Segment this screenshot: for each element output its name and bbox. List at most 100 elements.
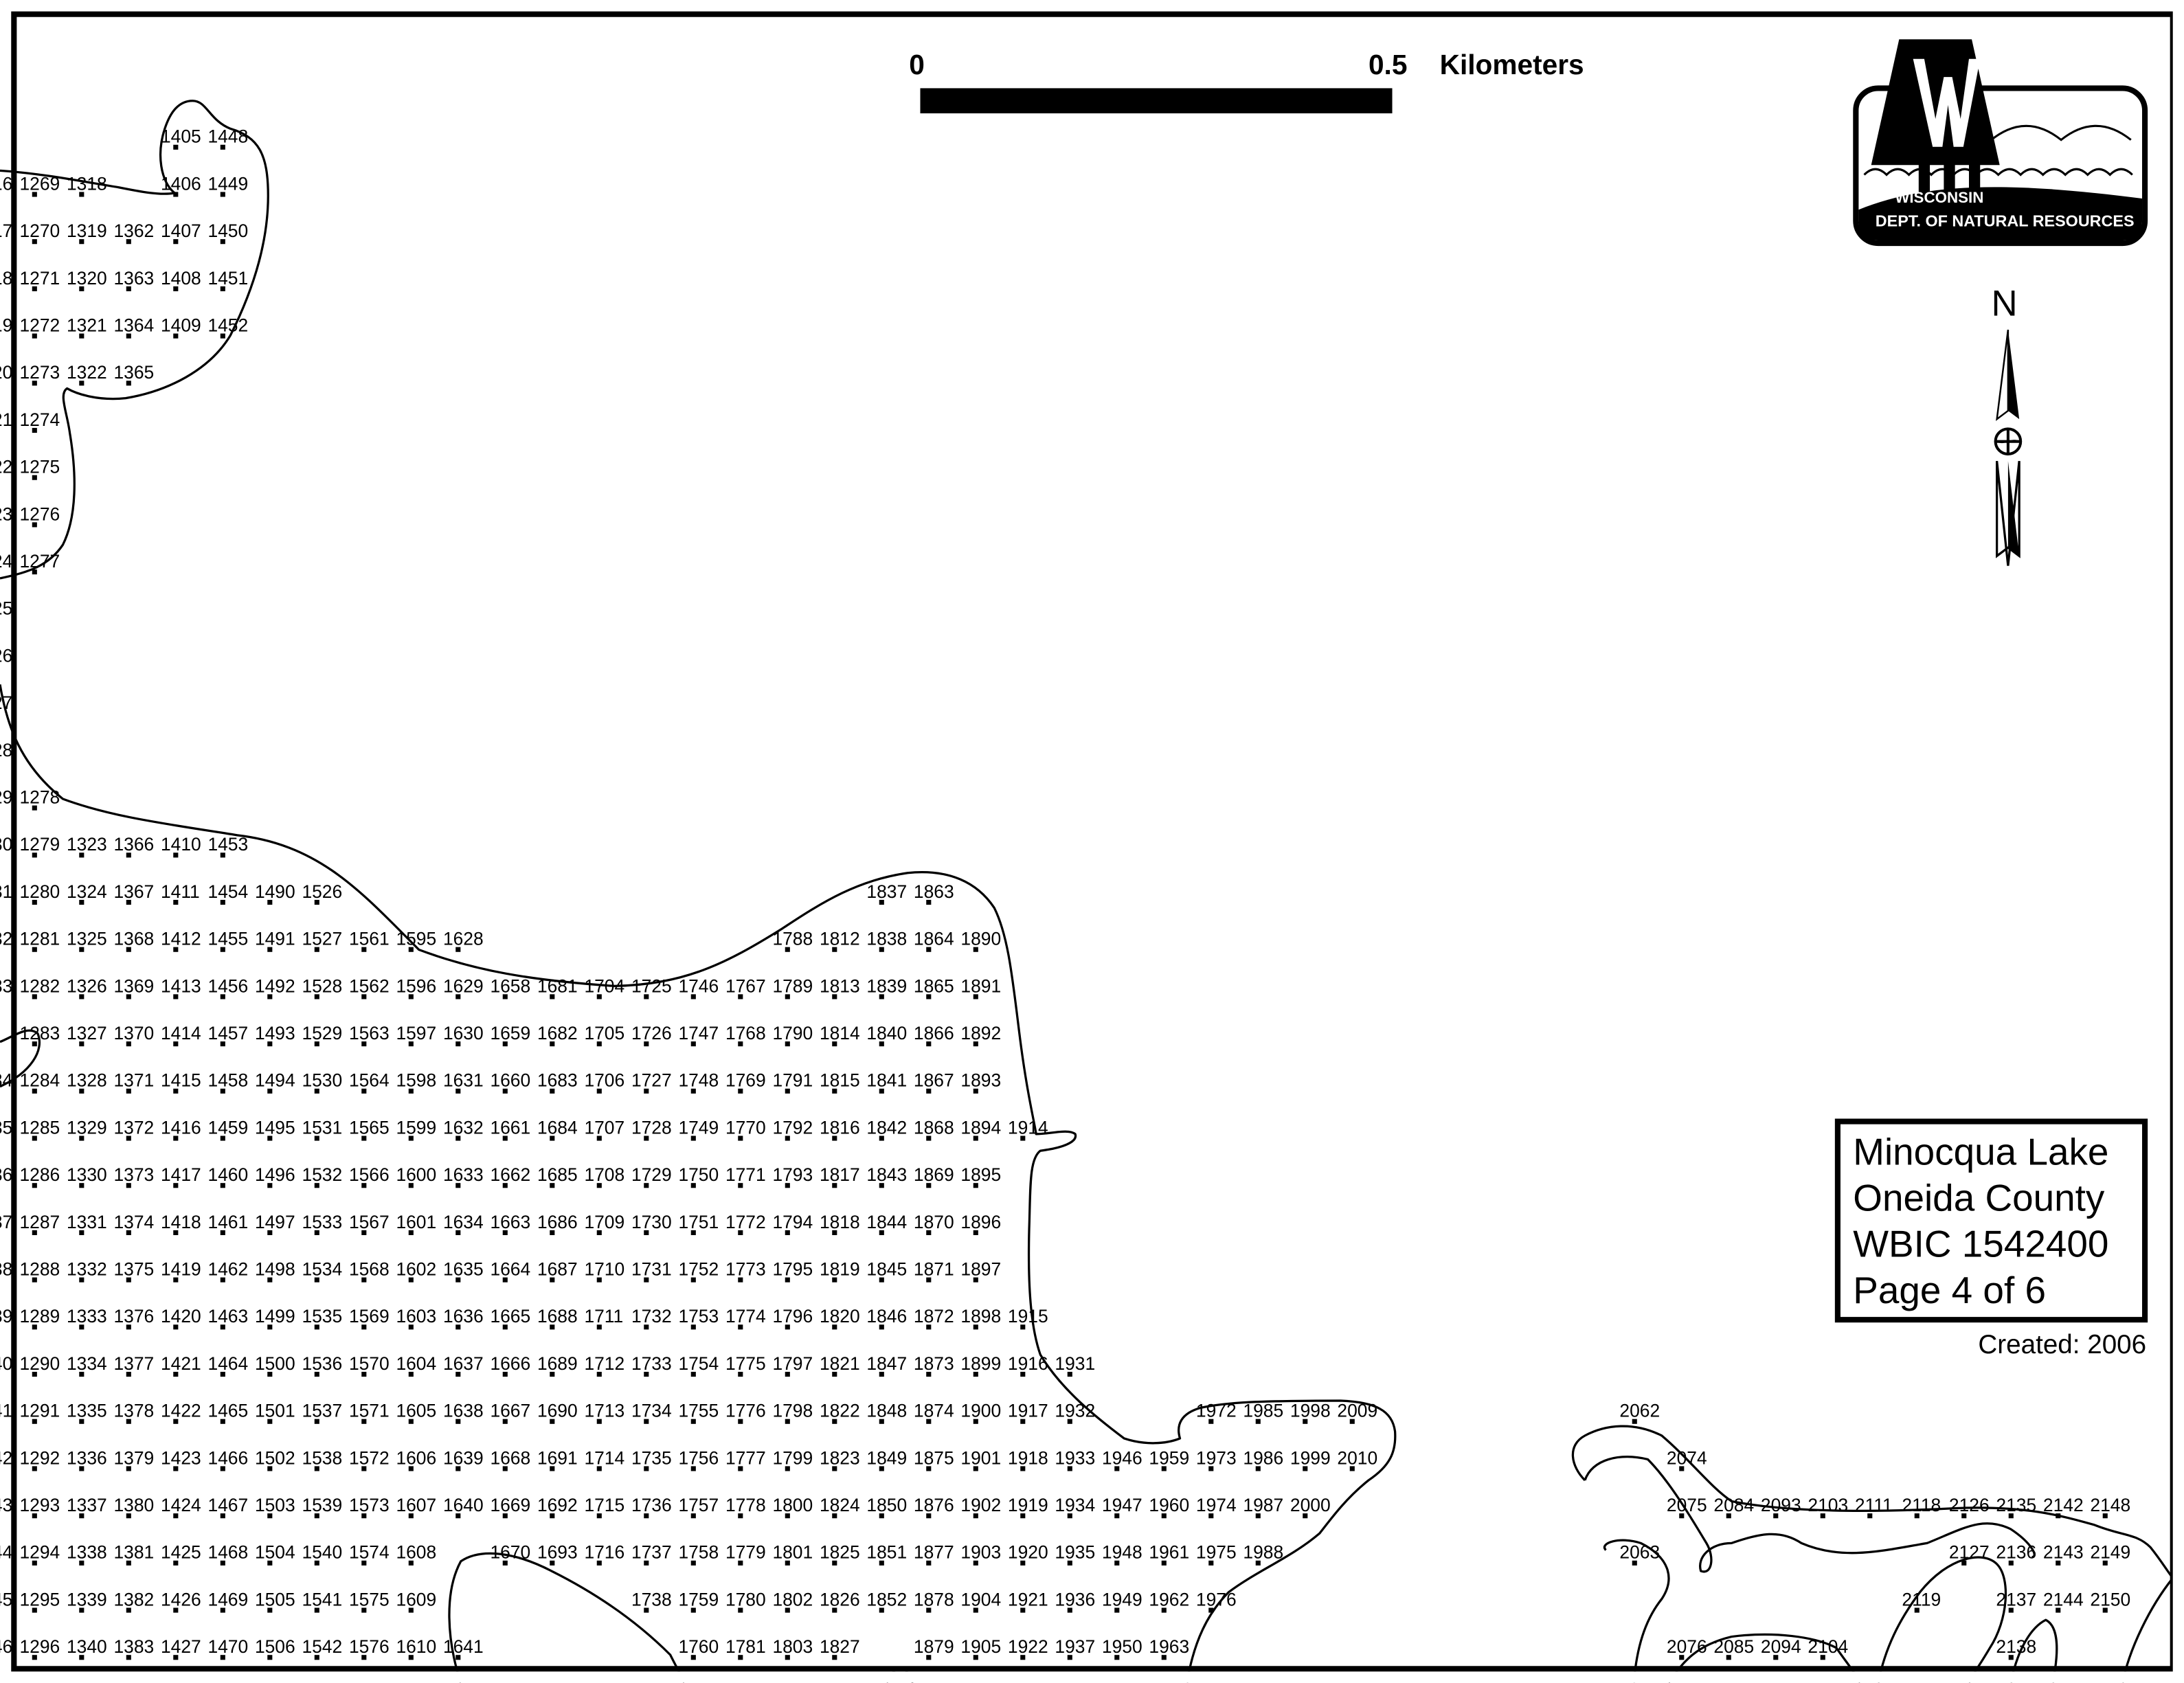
survey-point-label: 1933	[1055, 1447, 1095, 1468]
survey-point-label: 1756	[678, 1447, 719, 1468]
survey-point-label: 1564	[349, 1070, 390, 1091]
clipped-point-label: 24	[0, 551, 12, 572]
survey-point-label: 1574	[349, 1542, 390, 1563]
survey-point-marker	[785, 1560, 790, 1566]
survey-point-label: 1871	[914, 1259, 954, 1280]
survey-point-marker	[220, 1088, 225, 1094]
survey-point-label: 1380	[113, 1495, 154, 1515]
survey-point-marker	[32, 1230, 37, 1235]
survey-point-marker	[644, 994, 649, 999]
survey-point-marker	[79, 1183, 85, 1188]
clipped-point-label: 38	[0, 1259, 12, 1280]
survey-point-label: 1422	[161, 1401, 201, 1421]
survey-point-marker	[738, 1466, 743, 1471]
survey-point-marker	[267, 1371, 273, 1377]
survey-point-marker	[126, 1560, 131, 1566]
survey-point-marker	[644, 1136, 649, 1141]
survey-point-label: 1921	[1008, 1589, 1048, 1609]
survey-point-marker	[502, 1277, 508, 1283]
survey-point-label: 1326	[67, 975, 107, 996]
survey-point-marker	[79, 1513, 85, 1519]
survey-point-marker	[173, 1136, 179, 1141]
survey-point-label: 1667	[490, 1401, 530, 1421]
survey-point-label: 1789	[772, 975, 813, 996]
survey-point-marker	[220, 144, 225, 150]
survey-point-label: 1328	[67, 1070, 107, 1091]
survey-point-label: 1838	[866, 929, 907, 949]
survey-point-label: 1683	[537, 1070, 578, 1091]
survey-point-label: 1463	[207, 1306, 248, 1326]
survey-point-label: 1686	[537, 1212, 578, 1232]
survey-point-marker	[502, 1560, 508, 1566]
survey-point-label: 1421	[161, 1353, 201, 1374]
clipped-point-label: 46	[0, 1636, 12, 1657]
survey-point-label: 1606	[396, 1447, 436, 1468]
survey-point-label: 1999	[1290, 1447, 1331, 1468]
survey-point-label: 1329	[67, 1117, 107, 1138]
survey-point-marker	[173, 1560, 179, 1566]
survey-point-marker	[690, 994, 696, 999]
survey-point-marker	[79, 899, 85, 905]
survey-point-marker	[32, 475, 37, 480]
survey-point-label: 1426	[161, 1589, 201, 1609]
scale-bar: 0 0.5 Kilometers	[909, 49, 1584, 113]
survey-point-marker	[314, 1419, 319, 1424]
survey-point-marker	[1914, 1513, 1920, 1519]
survey-point-label: 1713	[584, 1401, 624, 1421]
survey-point-label: 1363	[113, 268, 154, 289]
survey-point-label: 2148	[2090, 1495, 2130, 1515]
survey-point-marker	[32, 805, 37, 811]
survey-point-marker	[550, 994, 555, 999]
survey-point-label: 1777	[725, 1447, 766, 1468]
survey-point-marker	[1349, 1466, 1355, 1471]
survey-point-label: 1366	[113, 834, 154, 855]
survey-point-marker	[973, 1183, 978, 1188]
survey-point-label: 1841	[866, 1070, 907, 1091]
survey-point-label: 1540	[302, 1542, 342, 1563]
survey-point-marker	[1632, 1560, 1637, 1566]
survey-point-label: 1362	[113, 221, 154, 241]
clipped-point-label: 28	[0, 740, 12, 760]
survey-point-label: 1376	[113, 1306, 154, 1326]
survey-point-marker	[832, 994, 837, 999]
survey-point-marker	[267, 994, 273, 999]
survey-point-marker	[126, 381, 131, 386]
clipped-point-label: 31	[0, 881, 12, 902]
survey-point-label: 1383	[113, 1636, 154, 1657]
survey-point-label: 1737	[631, 1542, 672, 1563]
survey-point-marker	[550, 1136, 555, 1141]
survey-point-label: 1319	[67, 221, 107, 241]
survey-point-marker	[79, 1655, 85, 1660]
survey-point-marker	[126, 286, 131, 291]
survey-point-label: 1455	[207, 929, 248, 949]
survey-point-marker	[550, 1371, 555, 1377]
survey-point-marker	[220, 947, 225, 952]
survey-point-label: 1331	[67, 1212, 107, 1232]
survey-point-marker	[879, 994, 884, 999]
survey-point-marker	[126, 947, 131, 952]
survey-point-label: 1539	[302, 1495, 342, 1515]
survey-point-label: 1503	[255, 1495, 295, 1515]
survey-point-marker	[502, 1419, 508, 1424]
clipped-point-label: 41	[0, 1401, 12, 1421]
survey-point-marker	[361, 1041, 367, 1047]
survey-point-marker	[879, 1560, 884, 1566]
survey-point-label: 1505	[255, 1589, 295, 1609]
survey-point-marker	[690, 1655, 696, 1660]
survey-point-label: 1769	[725, 1070, 766, 1091]
clipped-point-label: 30	[0, 834, 12, 855]
survey-point-marker	[267, 1136, 273, 1141]
survey-point-marker	[926, 1655, 932, 1660]
survey-point-label: 1791	[772, 1070, 813, 1091]
survey-point-label: 1367	[113, 881, 154, 902]
survey-point-label: 1573	[349, 1495, 390, 1515]
survey-point-marker	[1679, 1466, 1685, 1471]
survey-point-marker	[550, 1183, 555, 1188]
survey-point-label: 1852	[866, 1589, 907, 1609]
survey-point-label: 2063	[1619, 1542, 1660, 1563]
survey-point-marker	[832, 1607, 837, 1613]
survey-point-marker	[879, 1419, 884, 1424]
survey-point-label: 1542	[302, 1636, 342, 1657]
survey-point-label: 1799	[772, 1447, 813, 1468]
survey-point-marker	[32, 899, 37, 905]
